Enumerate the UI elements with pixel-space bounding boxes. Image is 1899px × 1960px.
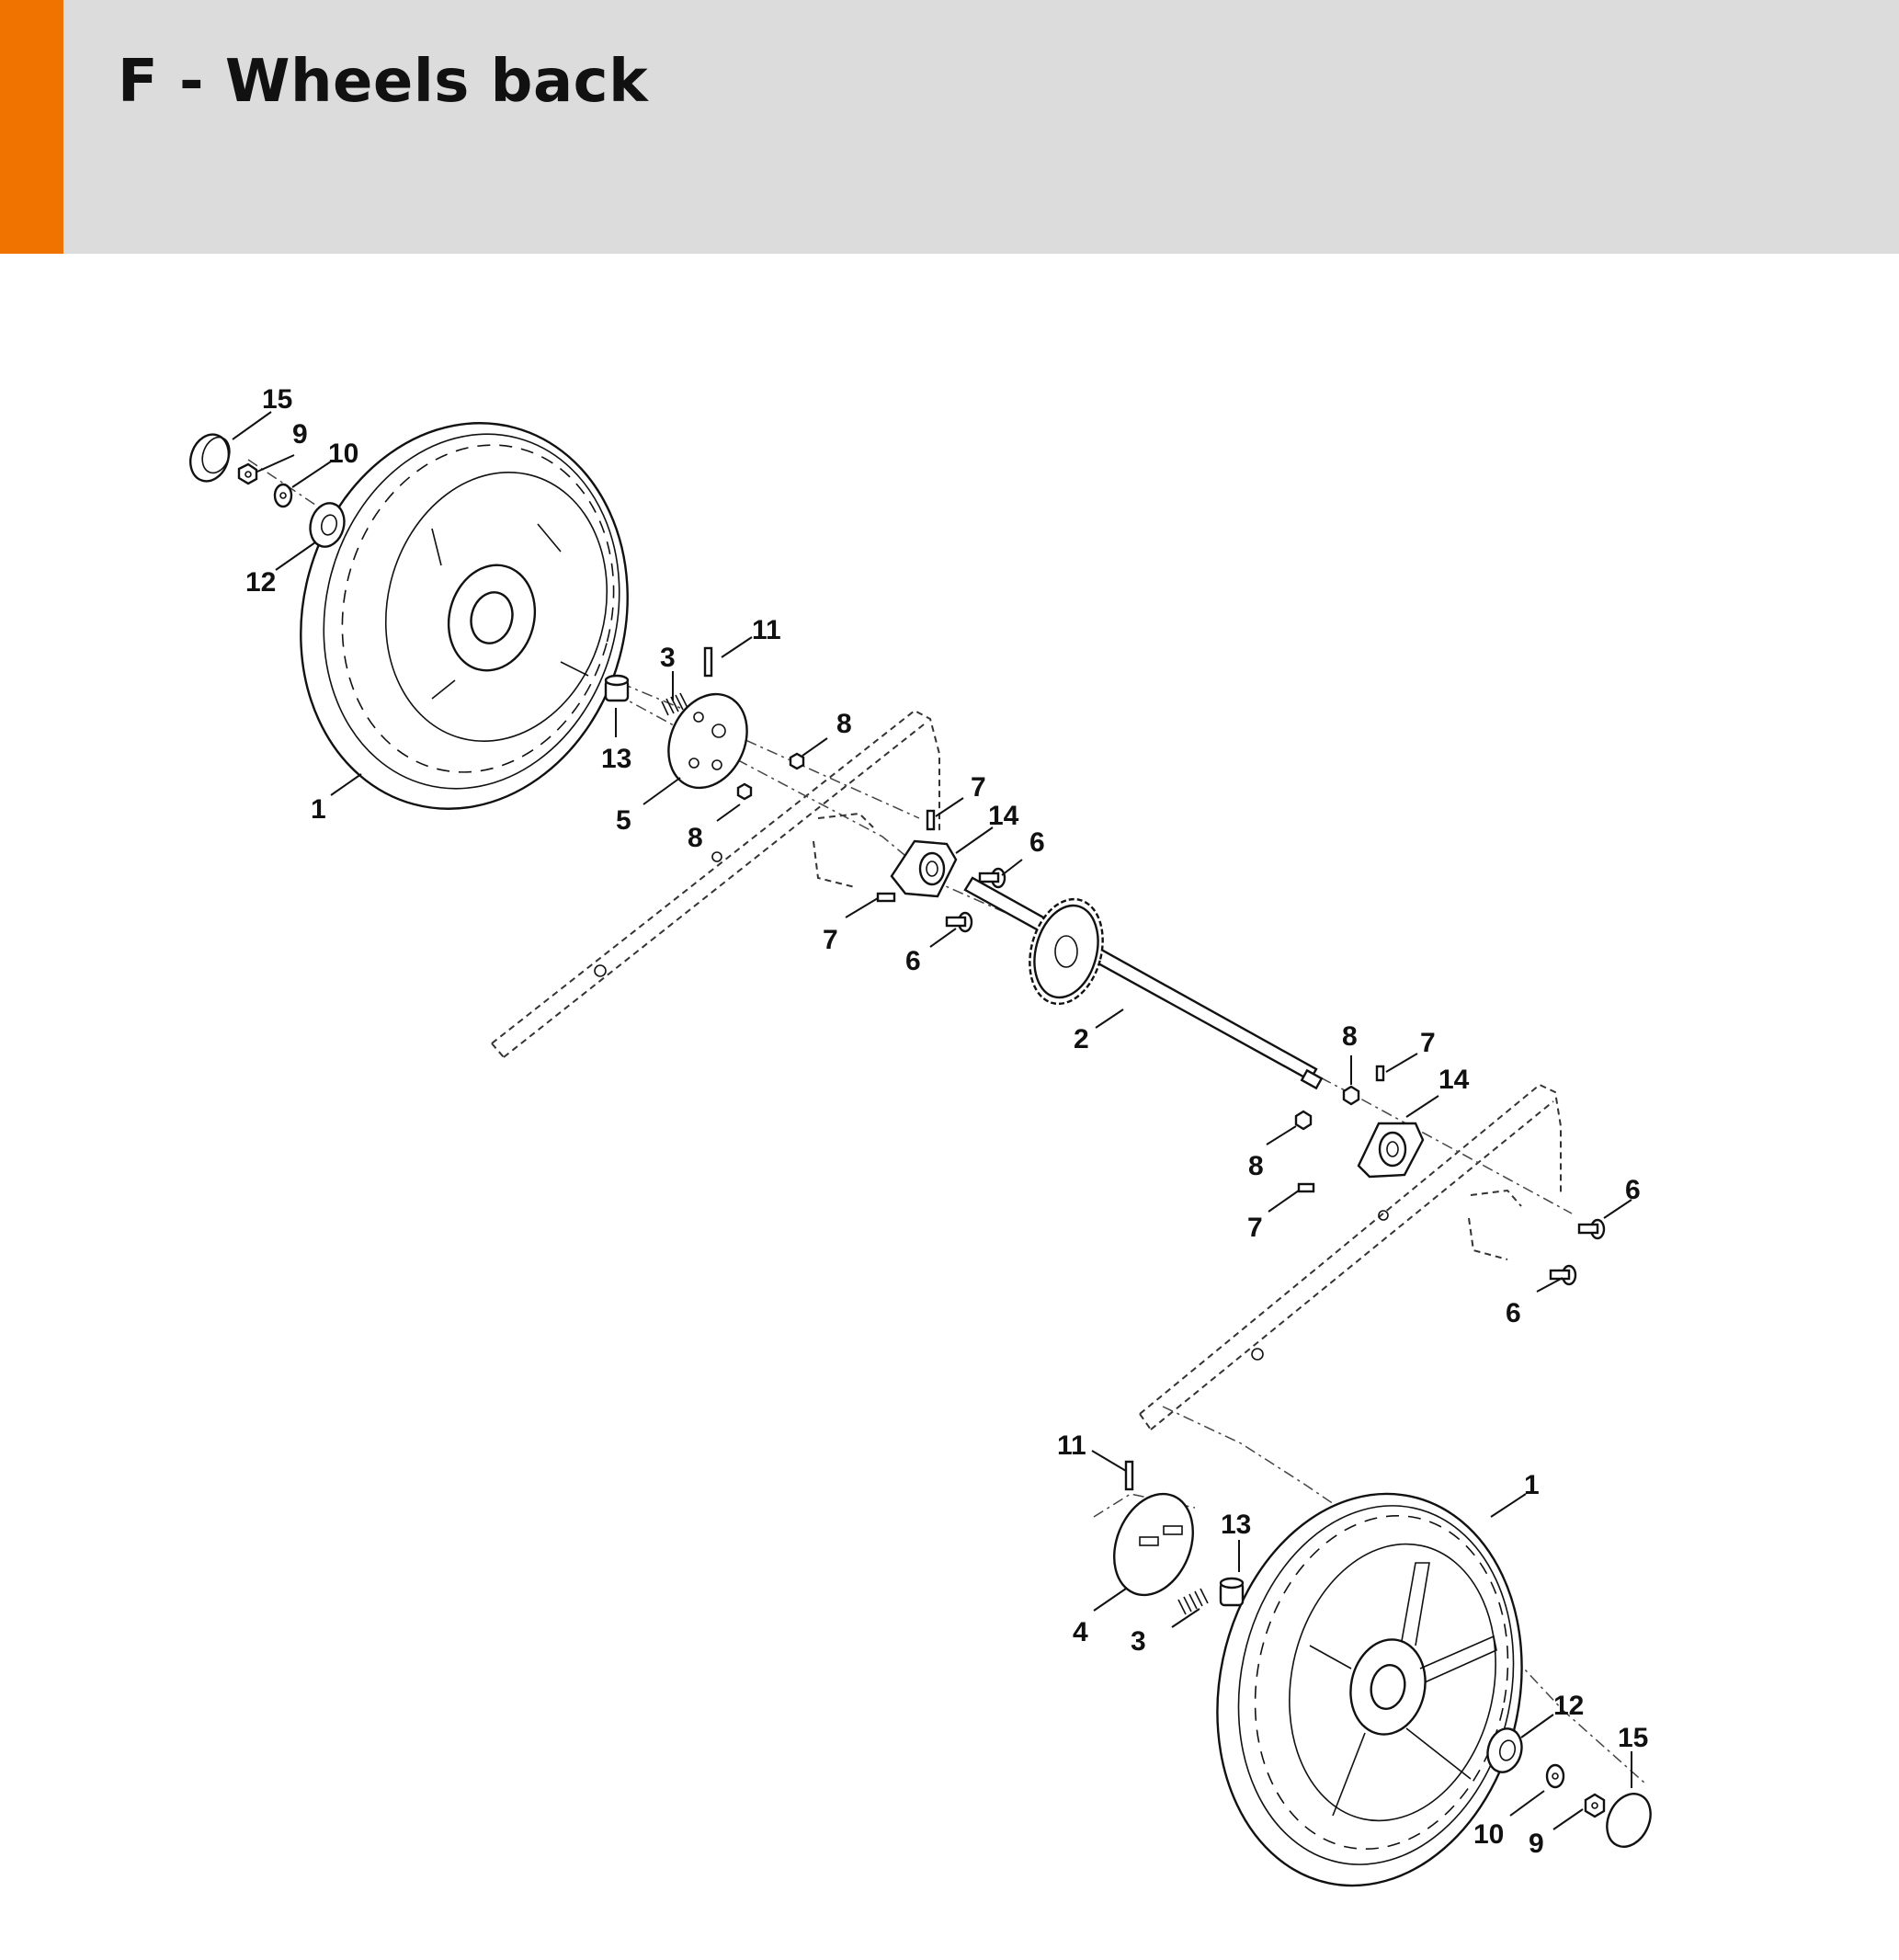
callout-13: 13 xyxy=(601,744,631,774)
pin-11-upper xyxy=(703,646,713,678)
callout-8: 8 xyxy=(1342,1021,1358,1052)
bearing-flange-14-upper xyxy=(890,839,958,898)
callout-1: 1 xyxy=(1524,1470,1540,1500)
callout-7: 7 xyxy=(1247,1213,1263,1243)
callout-15: 15 xyxy=(1618,1723,1648,1753)
callout-7: 7 xyxy=(971,772,986,803)
bearing-12-upper xyxy=(309,502,346,548)
callout-12: 12 xyxy=(245,567,276,598)
callout-9: 9 xyxy=(1529,1829,1544,1859)
nut-8-upper-b xyxy=(736,782,753,801)
screw-7-mid-a xyxy=(1375,1065,1385,1082)
callout-10: 10 xyxy=(328,439,358,469)
callout-10: 10 xyxy=(1473,1819,1504,1850)
callout-15: 15 xyxy=(262,384,292,415)
screw-7-upper-b xyxy=(876,892,896,903)
callout-11: 11 xyxy=(752,615,781,645)
callout-7: 7 xyxy=(823,925,838,955)
right-frame-outline xyxy=(1139,1083,1562,1430)
bolt-6-mid-a xyxy=(1577,1218,1606,1240)
bearing-12-lower xyxy=(1486,1727,1523,1773)
callout-3: 3 xyxy=(1131,1626,1146,1657)
ratchet-plate-5 xyxy=(667,692,748,790)
spring-3-upper xyxy=(661,692,688,716)
sprocket xyxy=(1029,897,1104,1006)
callout-7: 7 xyxy=(1420,1028,1436,1058)
cap-15-lower xyxy=(1606,1793,1652,1848)
callout-2: 2 xyxy=(1074,1024,1089,1054)
spring-3-lower xyxy=(1177,1588,1209,1615)
callout-6: 6 xyxy=(1029,827,1045,858)
callout-11: 11 xyxy=(1057,1430,1086,1461)
page-title: F - Wheels back xyxy=(118,48,649,116)
callout-6: 6 xyxy=(1625,1175,1641,1205)
callout-14: 14 xyxy=(988,801,1019,831)
callout-12: 12 xyxy=(1553,1691,1584,1721)
washer-10-upper xyxy=(273,483,293,508)
callout-14: 14 xyxy=(1438,1065,1470,1095)
bolt-6-upper-a xyxy=(978,867,1006,889)
bolt-6-upper-b xyxy=(945,911,973,933)
callout-8: 8 xyxy=(836,709,852,739)
callout-8: 8 xyxy=(688,823,703,853)
rear-wheel-right xyxy=(1216,1492,1523,1887)
callout-13: 13 xyxy=(1221,1510,1251,1540)
screw-7-upper-a xyxy=(926,809,936,831)
nut-8-upper-a xyxy=(789,752,805,770)
callout-3: 3 xyxy=(660,643,676,673)
callout-leaders xyxy=(232,411,1632,1830)
screw-7-mid-b xyxy=(1297,1182,1315,1193)
callout-1: 1 xyxy=(311,794,326,825)
cap-15-upper xyxy=(189,433,231,483)
ratchet-plate-4 xyxy=(1113,1492,1194,1597)
nut-8-mid-a xyxy=(1342,1085,1360,1106)
accent-bar xyxy=(0,0,63,254)
callout-9: 9 xyxy=(292,419,308,450)
callout-4: 4 xyxy=(1073,1617,1088,1647)
bushing-13-lower xyxy=(1219,1577,1245,1607)
callout-6: 6 xyxy=(905,946,921,976)
left-frame-outline xyxy=(491,709,940,1058)
axle-shaft-2 xyxy=(963,876,1324,1090)
bearing-flange-14-lower xyxy=(1357,1122,1425,1179)
page-header: F - Wheels back xyxy=(0,0,1899,254)
callout-6: 6 xyxy=(1506,1298,1521,1328)
callout-8: 8 xyxy=(1248,1151,1264,1181)
callout-numbers: 15 9 10 12 1 11 3 13 5 8 8 7 14 6 7 6 2 … xyxy=(245,384,1648,1859)
rear-wheel-left xyxy=(300,422,629,810)
washer-10-lower xyxy=(1545,1763,1565,1789)
pin-11-lower xyxy=(1124,1460,1134,1491)
callout-5: 5 xyxy=(616,805,631,836)
bushing-13-upper xyxy=(604,674,630,702)
nut-8-mid-b xyxy=(1294,1110,1313,1131)
nut-9-lower xyxy=(1584,1793,1606,1818)
nut-9-upper xyxy=(237,462,258,485)
